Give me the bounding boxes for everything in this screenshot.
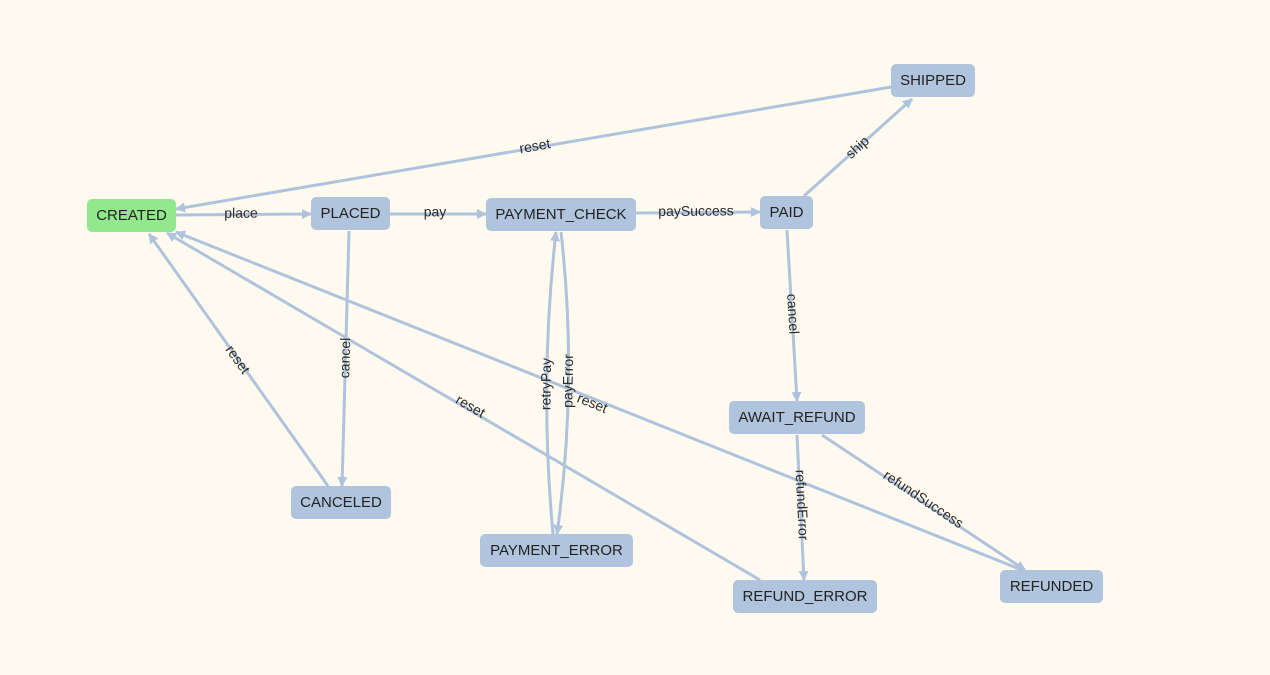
state-payment-error[interactable]: PAYMENT_ERROR (480, 534, 633, 567)
edge-cancel-placed (337, 230, 351, 487)
edge-reset-shipped (175, 85, 892, 213)
state-canceled[interactable]: CANCELED (291, 486, 391, 519)
state-created[interactable]: CREATED (87, 199, 176, 232)
edge-refundsuccess (821, 433, 1026, 572)
edge-label-pay: pay (424, 204, 447, 220)
edge-label-cancel-placed: cancel (336, 338, 353, 379)
edge-label-retrypay: retryPay (537, 358, 554, 410)
edge-label-paysuccess: paySuccess (658, 202, 734, 219)
edge-label-cancel-paid: cancel (784, 293, 802, 334)
edge-label-payerror: payError (559, 354, 576, 408)
edge-label-refunderror: refundError (793, 469, 812, 541)
edge-ship (802, 97, 914, 198)
edge-payerror (553, 231, 571, 535)
edge-reset-canceled (147, 233, 330, 487)
edge-label-reset-canceled: reset (223, 342, 254, 377)
state-refunded[interactable]: REFUNDED (1000, 570, 1103, 603)
edge-reset-refunded (175, 230, 1023, 572)
state-refund-error[interactable]: REFUND_ERROR (733, 580, 877, 613)
edge-reset-refunderror (166, 231, 761, 582)
state-payment-check[interactable]: PAYMENT_CHECK (486, 198, 636, 231)
edge-label-place: place (224, 205, 258, 221)
state-await-refund[interactable]: AWAIT_REFUND (729, 401, 865, 434)
edge-label-refundsuccess: refundSuccess (881, 467, 967, 532)
edge-place (175, 209, 312, 220)
edge-retrypay (545, 231, 560, 535)
state-placed[interactable]: PLACED (311, 197, 390, 230)
state-shipped[interactable]: SHIPPED (891, 64, 975, 97)
edge-paysuccess (635, 207, 761, 218)
edge-refunderror (795, 434, 809, 581)
edge-label-reset-refunded: reset (575, 390, 610, 416)
edge-label-reset-shipped: reset (518, 135, 551, 156)
edge-cancel-paid (785, 229, 802, 402)
state-paid[interactable]: PAID (760, 196, 813, 229)
